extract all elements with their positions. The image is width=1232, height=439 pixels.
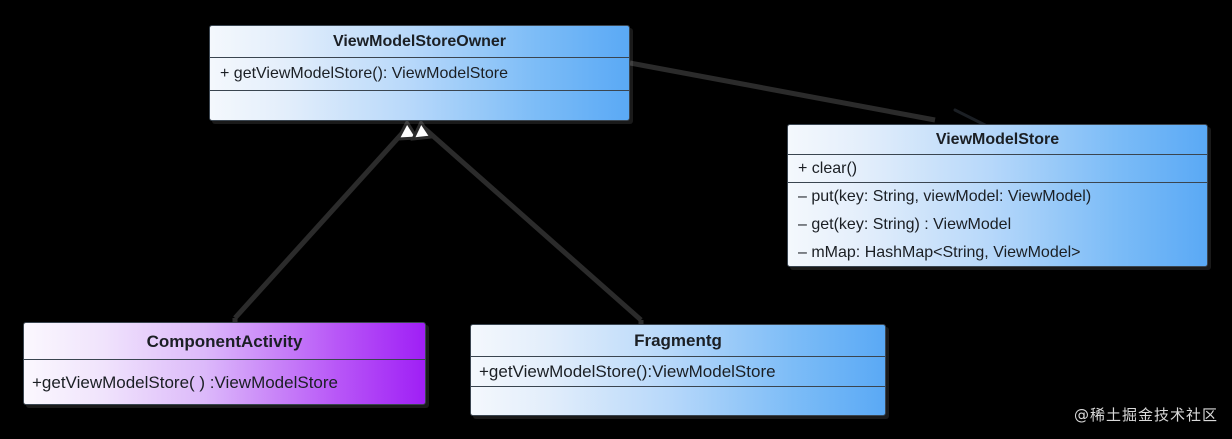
class-name-component-activity: ComponentActivity	[24, 323, 425, 360]
members-compartment: + getViewModelStore(): ViewModelStore	[210, 58, 629, 91]
connector-fragment-to-owner	[410, 118, 644, 324]
class-member-empty	[471, 387, 885, 415]
class-member: + getViewModelStore(): ViewModelStore	[220, 65, 508, 82]
class-box-component-activity[interactable]: ComponentActivity +getViewModelStore( ) …	[23, 322, 426, 405]
class-name-fragment: Fragmentg	[471, 325, 885, 357]
class-member: +getViewModelStore():ViewModelStore	[479, 362, 776, 381]
class-member: – put(key: String, viewModel: ViewModel)	[798, 188, 1092, 205]
watermark-text: @稀土掘金技术社区	[1073, 406, 1218, 424]
empty-compartment	[210, 91, 629, 120]
members-compartment: +getViewModelStore( ) :ViewModelStore	[24, 360, 425, 404]
members-compartment: +getViewModelStore():ViewModelStore	[471, 357, 885, 387]
class-box-fragment[interactable]: Fragmentg +getViewModelStore():ViewModel…	[470, 324, 886, 416]
hollow-triangle-arrowhead	[395, 118, 420, 141]
class-member-empty	[210, 91, 629, 120]
class-member: + clear()	[798, 159, 858, 177]
class-member: +getViewModelStore( ) :ViewModelStore	[32, 373, 338, 392]
class-member: – mMap: HashMap<String, ViewModel>	[798, 244, 1081, 261]
empty-compartment	[471, 387, 885, 415]
class-name-view-model-store: ViewModelStore	[788, 125, 1207, 155]
class-name-view-model-store-owner: ViewModelStoreOwner	[210, 26, 629, 58]
connector-owner-to-store	[629, 60, 987, 133]
public-members-compartment: + clear()	[788, 155, 1207, 183]
class-box-view-model-store-owner[interactable]: ViewModelStoreOwner + getViewModelStore(…	[209, 25, 630, 121]
private-members-compartment: – put(key: String, viewModel: ViewModel)…	[788, 183, 1207, 266]
hollow-triangle-arrowhead	[410, 118, 434, 141]
class-member: – get(key: String) : ViewModel	[798, 216, 1012, 233]
class-box-view-model-store[interactable]: ViewModelStore + clear() – put(key: Stri…	[787, 124, 1208, 267]
connector-component-activity-to-owner	[232, 118, 420, 322]
